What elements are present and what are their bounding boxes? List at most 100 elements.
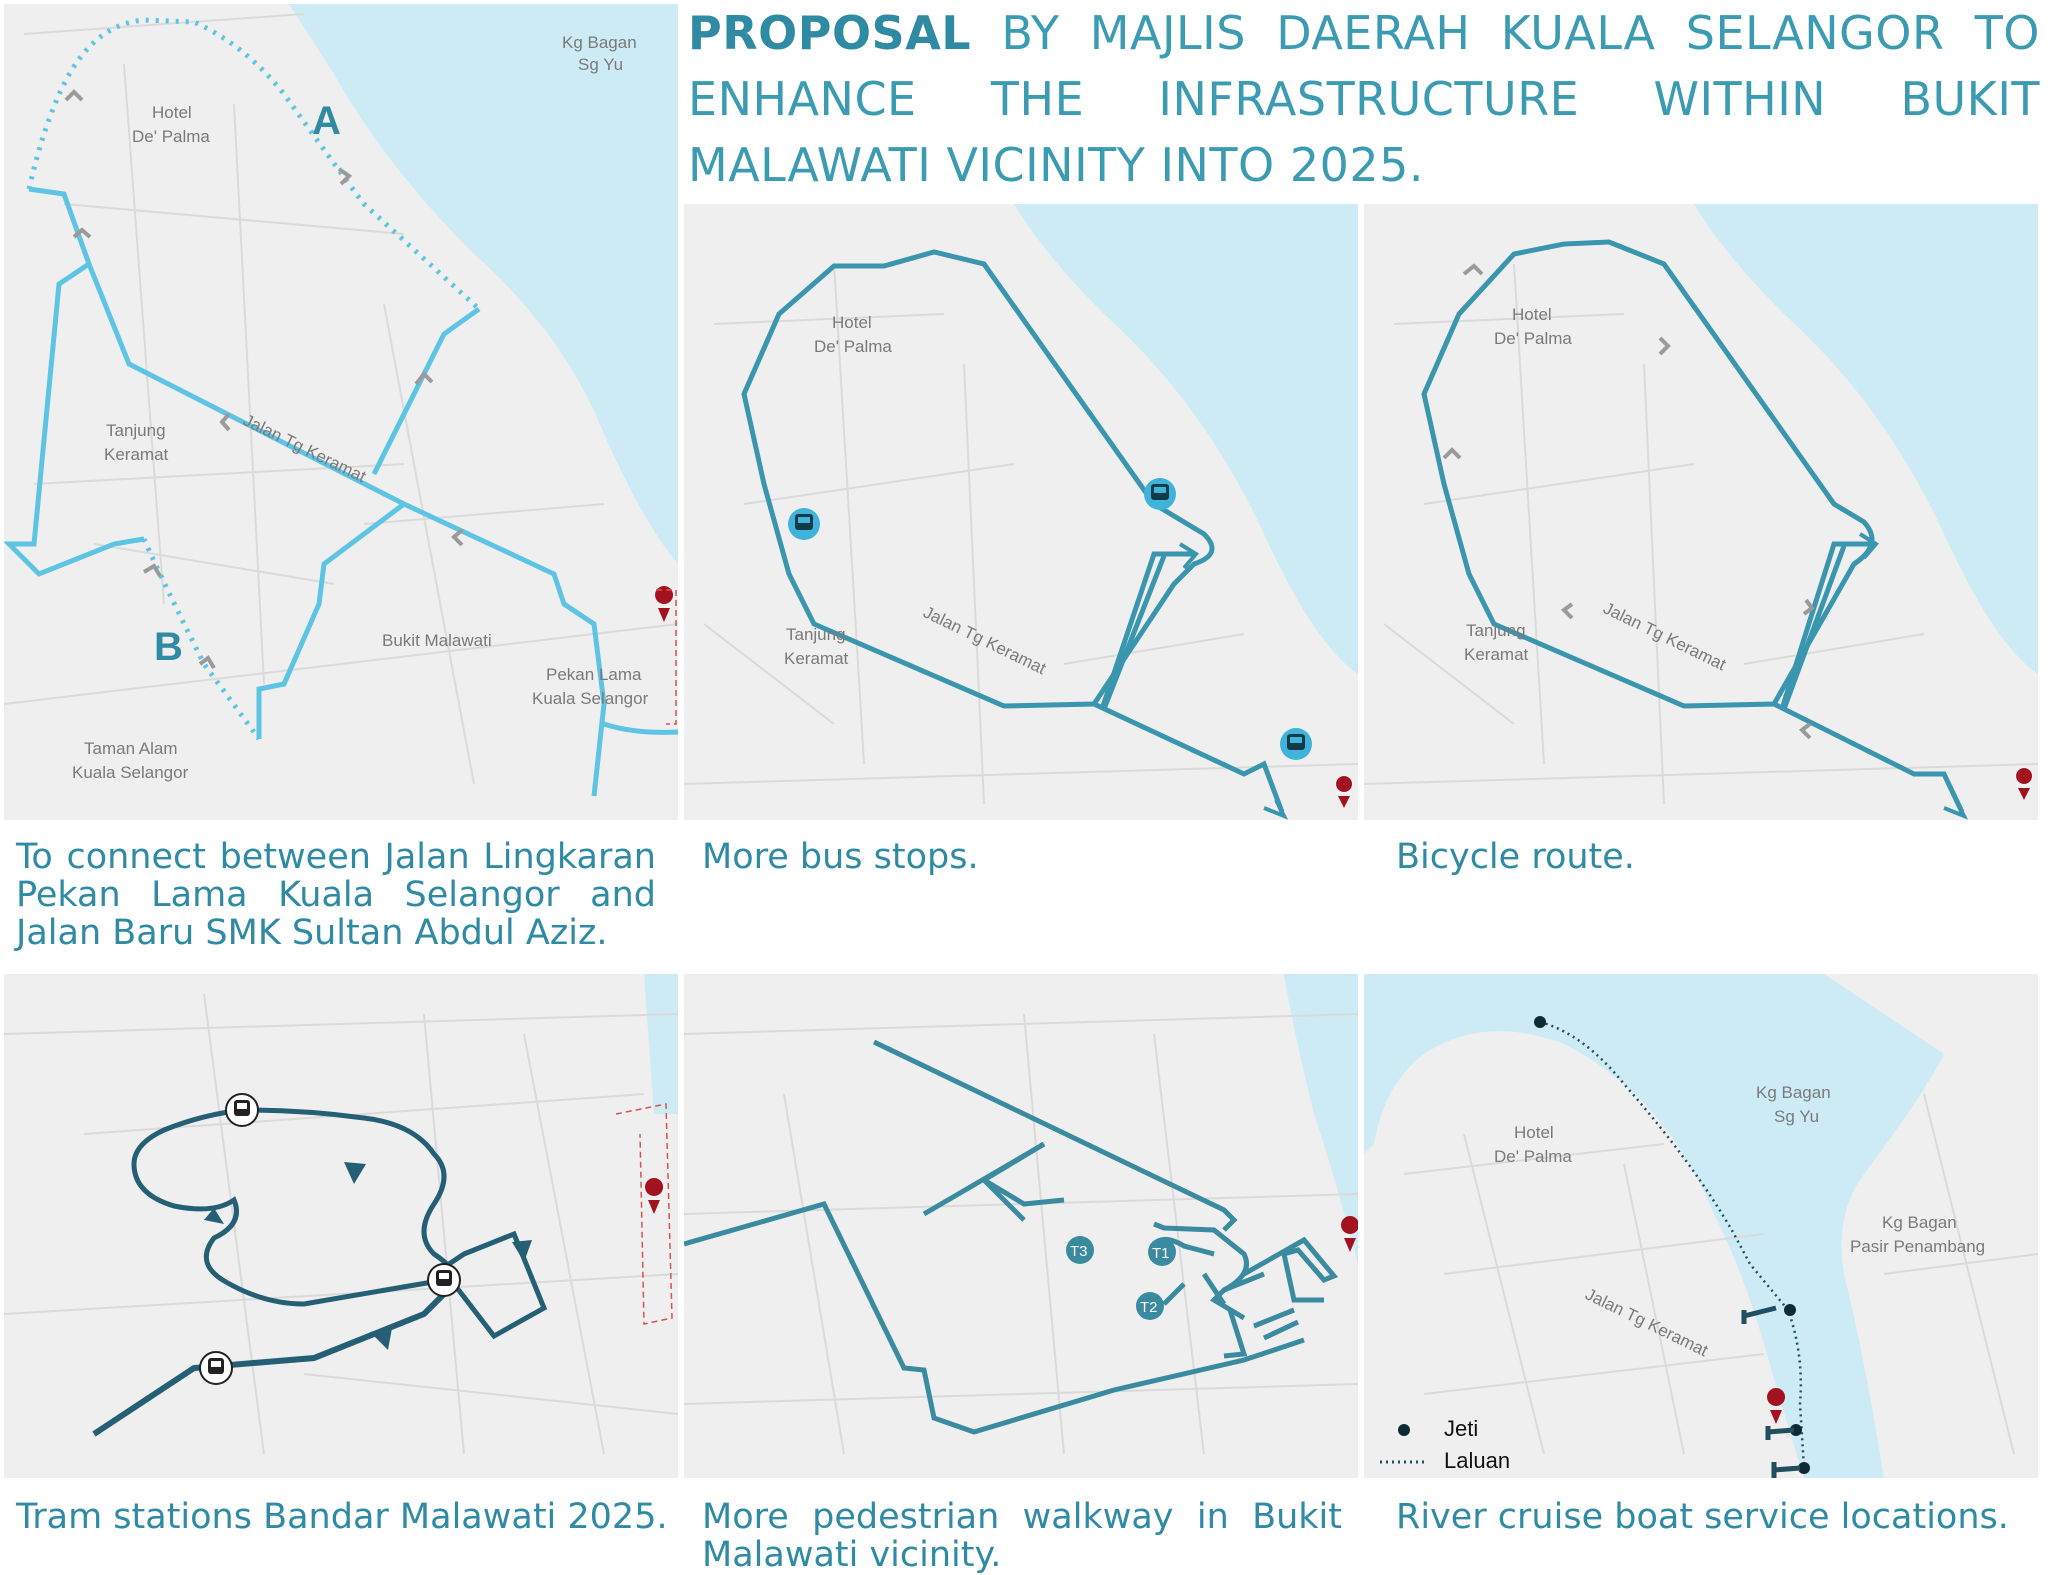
direction-arrows [64, 89, 464, 670]
title-rest: BY MAJLIS DAERAH KUALA SELANGOR TO ENHAN… [688, 6, 2040, 192]
background-roads [1403, 1093, 2038, 1455]
station-t3-icon: T3 [1066, 1236, 1094, 1264]
north-route [371, 306, 481, 476]
arrow-head-icon [1943, 799, 1969, 820]
page-title: PROPOSAL BY MAJLIS DAERAH KUALA SELANGOR… [688, 0, 2040, 198]
label-t2: T2 [1140, 1299, 1158, 1316]
location-pin-icon [645, 1178, 664, 1214]
map-panel-bicycle: Hotel De' Palma Tanjung Keramat Jalan Tg… [1364, 204, 2038, 820]
location-pin-icon [2016, 768, 2033, 800]
label-tanjung-1: Tanjung [786, 625, 846, 644]
boundary-dashed [656, 589, 677, 725]
south-route [256, 502, 406, 739]
location-pin-icon [1341, 1216, 1358, 1252]
label-tanjung-2: Keramat [784, 649, 849, 668]
caption-bus: More bus stops. [702, 837, 979, 877]
bus-route-outer [1092, 701, 1285, 813]
bus-stop-icon [1144, 478, 1176, 510]
caption-walkway: More pedestrian walkway in Bukit Malawat… [702, 1497, 1342, 1575]
tram-line-south [92, 1281, 457, 1437]
label-tanjung-2: Keramat [104, 445, 169, 464]
arrow-head-icon [1263, 799, 1289, 820]
label-t3: T3 [1070, 1243, 1088, 1260]
label-pekan-1: Pekan Lama [546, 665, 642, 684]
background-roads [4, 993, 678, 1455]
tram-station-icon [427, 1263, 461, 1297]
bus-stop-icon [788, 508, 820, 540]
bus-route [741, 249, 1215, 709]
map-connect: Kg Bagan Sg Yu Hotel De' Palma Tanjung K… [4, 4, 678, 797]
label-kg-bagan-2: Sg Yu [578, 55, 623, 74]
background-roads [684, 1013, 1358, 1455]
station-t1-icon: T1 [1148, 1238, 1176, 1266]
arrow-head-icon [1178, 542, 1200, 570]
label-route-b: B [154, 625, 183, 669]
map-cruise: Kg Bagan Sg Yu Hotel De' Palma Kg Bagan … [1364, 974, 2038, 1478]
jeti-point [1798, 1462, 1810, 1474]
label-tanjung-1: Tanjung [1466, 621, 1526, 640]
label-t1: T1 [1152, 1245, 1170, 1262]
background-roads [684, 263, 1358, 805]
jeti-point [1534, 1016, 1546, 1028]
boundary-dashed [615, 1103, 673, 1325]
label-hotel-2: De' Palma [1494, 329, 1572, 348]
jeti-point [1790, 1424, 1802, 1436]
map-panel-walkway: T3 T1 T2 [684, 974, 1358, 1478]
label-hotel-2: De' Palma [132, 127, 210, 146]
location-pin-icon [1336, 776, 1353, 808]
label-hotel-1: Hotel [832, 313, 872, 332]
arrow-head-icon [1858, 532, 1880, 560]
caption-cruise: River cruise boat service locations. [1396, 1497, 2009, 1537]
label-hotel-2: De' Palma [1494, 1147, 1572, 1166]
label-kg-bagan-2: Sg Yu [1774, 1107, 1819, 1126]
label-tanjung-2: Keramat [1464, 645, 1529, 664]
legend-jeti: Jeti [1444, 1416, 1478, 1441]
label-taman-2: Kuala Selangor [72, 763, 189, 782]
map-panel-tram [4, 974, 678, 1478]
tram-station-icon [225, 1093, 259, 1127]
label-jalan: Jalan Tg Keramat [920, 603, 1049, 679]
bicycle-arrow-north [1779, 541, 1874, 710]
station-t2-icon: T2 [1136, 1292, 1164, 1320]
label-jalan: Jalan Tg Keramat [1582, 1285, 1711, 1361]
label-kg-bagan-1: Kg Bagan [1756, 1083, 1831, 1102]
map-bicycle: Hotel De' Palma Tanjung Keramat Jalan Tg… [1364, 204, 2038, 820]
label-kg-pasir-2: Pasir Penambang [1850, 1237, 1985, 1256]
label-kg-pasir-1: Kg Bagan [1882, 1213, 1957, 1232]
label-hotel-2: De' Palma [814, 337, 892, 356]
river-water [974, 204, 1358, 674]
walkway-paths [684, 1039, 1339, 1435]
legend-laluan: Laluan [1444, 1448, 1510, 1473]
caption-bicycle: Bicycle route. [1396, 837, 1635, 877]
label-hotel-1: Hotel [1514, 1123, 1554, 1142]
map-tram [4, 974, 678, 1455]
direction-arrows [1442, 263, 1815, 740]
label-jalan: Jalan Tg Keramat [240, 411, 369, 487]
river-water [1654, 204, 2038, 674]
map-panel-connect: Kg Bagan Sg Yu Hotel De' Palma Tanjung K… [4, 4, 678, 820]
tram-loop [131, 1107, 455, 1307]
coastal-route [603, 721, 678, 735]
label-tanjung-1: Tanjung [106, 421, 166, 440]
label-bukit: Bukit Malawati [382, 631, 492, 650]
map-panel-bus: Hotel De' Palma Tanjung Keramat Jalan Tg… [684, 204, 1358, 820]
label-hotel-1: Hotel [152, 103, 192, 122]
bicycle-route-outer [1772, 701, 1965, 814]
tram-station-icon [199, 1351, 233, 1385]
river-water [289, 4, 678, 564]
jeti-point [1784, 1304, 1796, 1316]
background-roads [4, 13, 678, 785]
main-route [28, 186, 607, 797]
map-bus: Hotel De' Palma Tanjung Keramat Jalan Tg… [684, 204, 1358, 820]
direction-arrows [204, 1162, 532, 1350]
tram-line-block [432, 1230, 548, 1340]
bus-stop-icon [1280, 728, 1312, 760]
label-jalan: Jalan Tg Keramat [1600, 599, 1729, 675]
title-bold: PROPOSAL [688, 6, 972, 60]
label-route-a: A [312, 99, 341, 143]
west-route [4, 261, 145, 577]
location-pin-icon [655, 586, 674, 622]
bus-arrow-north [1099, 551, 1194, 710]
label-kg-bagan-1: Kg Bagan [562, 33, 637, 52]
legend-jeti-dot [1398, 1424, 1410, 1436]
